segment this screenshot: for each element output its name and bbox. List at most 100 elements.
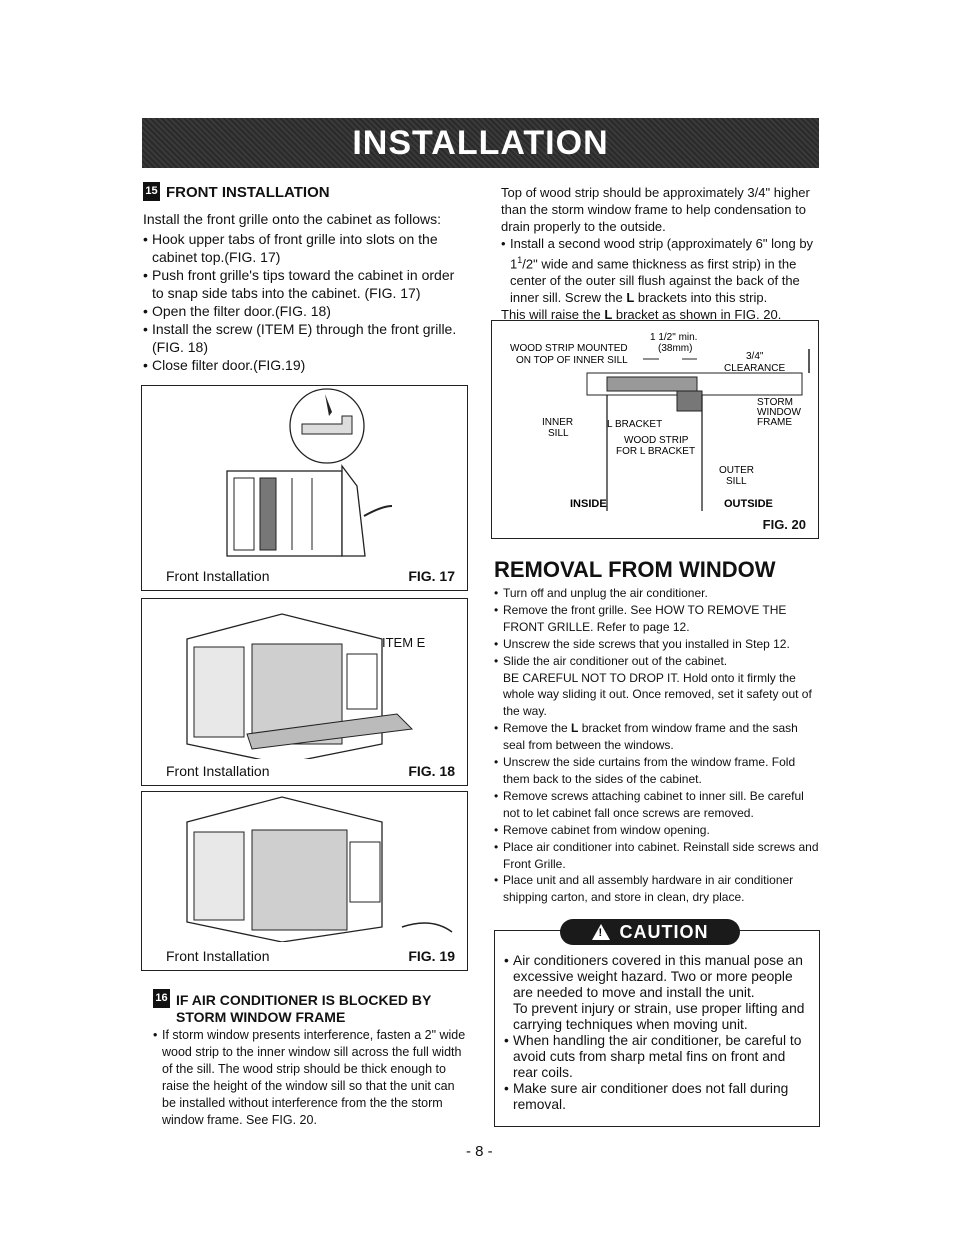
caution-header: ! CAUTION — [560, 919, 740, 945]
step-text: Turn off and unplug the air conditioner. — [503, 586, 708, 600]
fig-20-box: 1 1/2" min. (38mm) WOOD STRIP MOUNTED ON… — [491, 320, 819, 539]
fig-17-caption: Front Installation — [166, 568, 270, 584]
close-filter-door-illustration — [186, 796, 453, 942]
removal-step: Remove the L bracket from window frame a… — [494, 720, 822, 754]
front-installation-title: FRONT INSTALLATION — [166, 184, 330, 201]
front-bullet: Close filter door.(FIG.19) — [143, 356, 468, 374]
wood-strip-label-2: FOR L BRACKET — [616, 446, 695, 457]
fig-19-caption: Front Installation — [166, 948, 270, 964]
text: bracket as shown in FIG. 20. — [612, 307, 782, 323]
step-text: bracket from window frame and the sash s… — [503, 721, 798, 753]
front-bullet: Install the screw (ITEM E) through the f… — [143, 320, 468, 356]
step-text: Place air conditioner into cabinet. Rein… — [503, 839, 819, 871]
outer-sill-label-2: SILL — [726, 476, 747, 487]
front-bullet: Push front grille's tips toward the cabi… — [143, 266, 468, 302]
caution-label: CAUTION — [619, 921, 709, 942]
min-clearance-label: 1 1/2" min. — [650, 332, 697, 343]
removal-step: Slide the air conditioner out of the cab… — [494, 653, 822, 721]
fig-18-box: ITEM E Front Installation FIG. 18 — [141, 598, 468, 786]
caution-text: To prevent injury or strain, use proper … — [513, 1001, 805, 1032]
wood-strip-paragraph: Top of wood strip should be approximatel… — [501, 185, 810, 234]
warning-triangle-icon: ! — [591, 924, 610, 940]
step-text: Remove cabinet from window opening. — [503, 822, 710, 837]
storm-window-cross-section: 1 1/2" min. (38mm) WOOD STRIP MOUNTED ON… — [510, 332, 810, 511]
front-installation-heading: 15 FRONT INSTALLATION — [143, 182, 330, 201]
removal-step: Place air conditioner into cabinet. Rein… — [494, 839, 822, 873]
wood-strip-label: WOOD STRIP — [624, 435, 689, 446]
step-text: Remove the — [503, 721, 572, 736]
bold-l: L — [626, 290, 635, 306]
bullet-text: Install a second wood strip (approximate… — [510, 236, 814, 272]
front-bullet: Hook upper tabs of front grille into slo… — [143, 230, 468, 266]
outside-label: OUTSIDE — [724, 498, 773, 510]
wood-strip-instructions: Top of wood strip should be approximatel… — [501, 184, 819, 323]
fig-18-label: FIG. 18 — [408, 763, 455, 779]
blocked-body: If storm window presents interference, f… — [153, 1027, 471, 1129]
front-intro: Install the front grille onto the cabine… — [143, 211, 442, 227]
second-wood-strip-bullet: Install a second wood strip (approximate… — [501, 235, 819, 306]
fig-19-label: FIG. 19 — [408, 948, 455, 964]
fig-17-label: FIG. 17 — [408, 568, 455, 584]
banner-title: INSTALLATION — [352, 123, 609, 162]
step-text: Unscrew the side screws that you install… — [503, 636, 790, 651]
caution-item: When handling the air conditioner, be ca… — [504, 1033, 812, 1081]
removal-step: Turn off and unplug the air conditioner. — [494, 585, 822, 602]
page-number: - 8 - — [466, 1143, 493, 1160]
careful-warning: BE CAREFUL NOT TO DROP IT. Hold onto it … — [503, 670, 812, 719]
clearance-label: CLEARANCE — [724, 363, 785, 374]
storm-label-3: FRAME — [757, 417, 792, 428]
removal-steps: Turn off and unplug the air conditioner.… — [494, 585, 822, 906]
caution-item: Make sure air conditioner does not fall … — [504, 1081, 812, 1113]
step-text: Slide the air conditioner out of the cab… — [503, 653, 728, 668]
removal-title: REMOVAL FROM WINDOW — [494, 557, 776, 582]
blocked-text: If storm window presents interference, f… — [153, 1027, 471, 1129]
blocked-title-line-2: STORM WINDOW FRAME — [176, 1009, 346, 1025]
blocked-heading: 16 IF AIR CONDITIONER IS BLOCKED BY STOR… — [153, 989, 431, 1026]
item-e-label: ITEM E — [382, 635, 426, 650]
fraction-numerator: 1 — [517, 255, 523, 265]
mm-label: (38mm) — [658, 343, 692, 354]
front-bullet: Open the filter door.(FIG. 18) — [143, 302, 468, 320]
front-installation-body: Install the front grille onto the cabine… — [143, 210, 468, 374]
front-grille-illustration — [226, 388, 393, 557]
inner-sill-label: INNER — [542, 417, 573, 428]
step-number-badge: 16 — [153, 989, 170, 1008]
section-banner: INSTALLATION — [142, 118, 819, 168]
caution-box: ! CAUTION Air conditioners covered in th… — [494, 919, 820, 1127]
removal-step: Unscrew the side screws that you install… — [494, 636, 822, 653]
bold-l: L — [604, 307, 613, 323]
l-bracket-label: L BRACKET — [607, 419, 662, 430]
fraction-denominator: /2" — [522, 256, 538, 272]
outer-sill-label: OUTER — [719, 465, 754, 476]
bullet-text: brackets into this strip. — [634, 290, 768, 306]
step-text: Place unit and all assembly hardware in … — [503, 873, 794, 905]
storm-label-2: WINDOW — [757, 407, 801, 418]
caution-content: Air conditioners covered in this manual … — [504, 953, 812, 1113]
step-text: Remove screws attaching cabinet to inner… — [503, 788, 804, 820]
inner-sill-label-2: SILL — [548, 428, 569, 439]
caution-text: Air conditioners covered in this manual … — [513, 953, 803, 1000]
removal-step: Unscrew the side curtains from the windo… — [494, 754, 822, 788]
blocked-title-line-1: IF AIR CONDITIONER IS BLOCKED BY — [176, 992, 432, 1008]
fig-19-box: Front Installation FIG. 19 — [141, 791, 468, 971]
inside-label: INSIDE — [570, 498, 607, 510]
removal-step: Remove cabinet from window opening. — [494, 822, 822, 839]
wood-mounted-label-2: ON TOP OF INNER SILL — [516, 355, 628, 366]
removal-step: Place unit and all assembly hardware in … — [494, 872, 822, 906]
filter-door-open-illustration — [186, 613, 414, 759]
removal-step: Remove screws attaching cabinet to inner… — [494, 788, 822, 822]
raise-bracket-paragraph: This will raise the L bracket as shown i… — [501, 306, 819, 323]
storm-label: STORM — [757, 397, 793, 408]
step-number-badge: 15 — [143, 182, 160, 201]
step-text: Unscrew the side curtains from the windo… — [503, 755, 796, 786]
fig-20-label: FIG. 20 — [762, 517, 806, 532]
fig-18-caption: Front Installation — [166, 763, 270, 779]
bullet-text: wide and same thickness as first strip) … — [510, 256, 800, 306]
step-text: Remove the front grille. See HOW TO REMO… — [503, 602, 787, 634]
caution-item: Air conditioners covered in this manual … — [504, 953, 812, 1033]
clearance-value: 3/4" — [746, 351, 764, 362]
bold-l: L — [571, 721, 579, 736]
wood-mounted-label: WOOD STRIP MOUNTED — [510, 343, 628, 354]
fig-17-box: Front Installation FIG. 17 — [141, 385, 468, 591]
text: This will raise the — [501, 307, 605, 323]
